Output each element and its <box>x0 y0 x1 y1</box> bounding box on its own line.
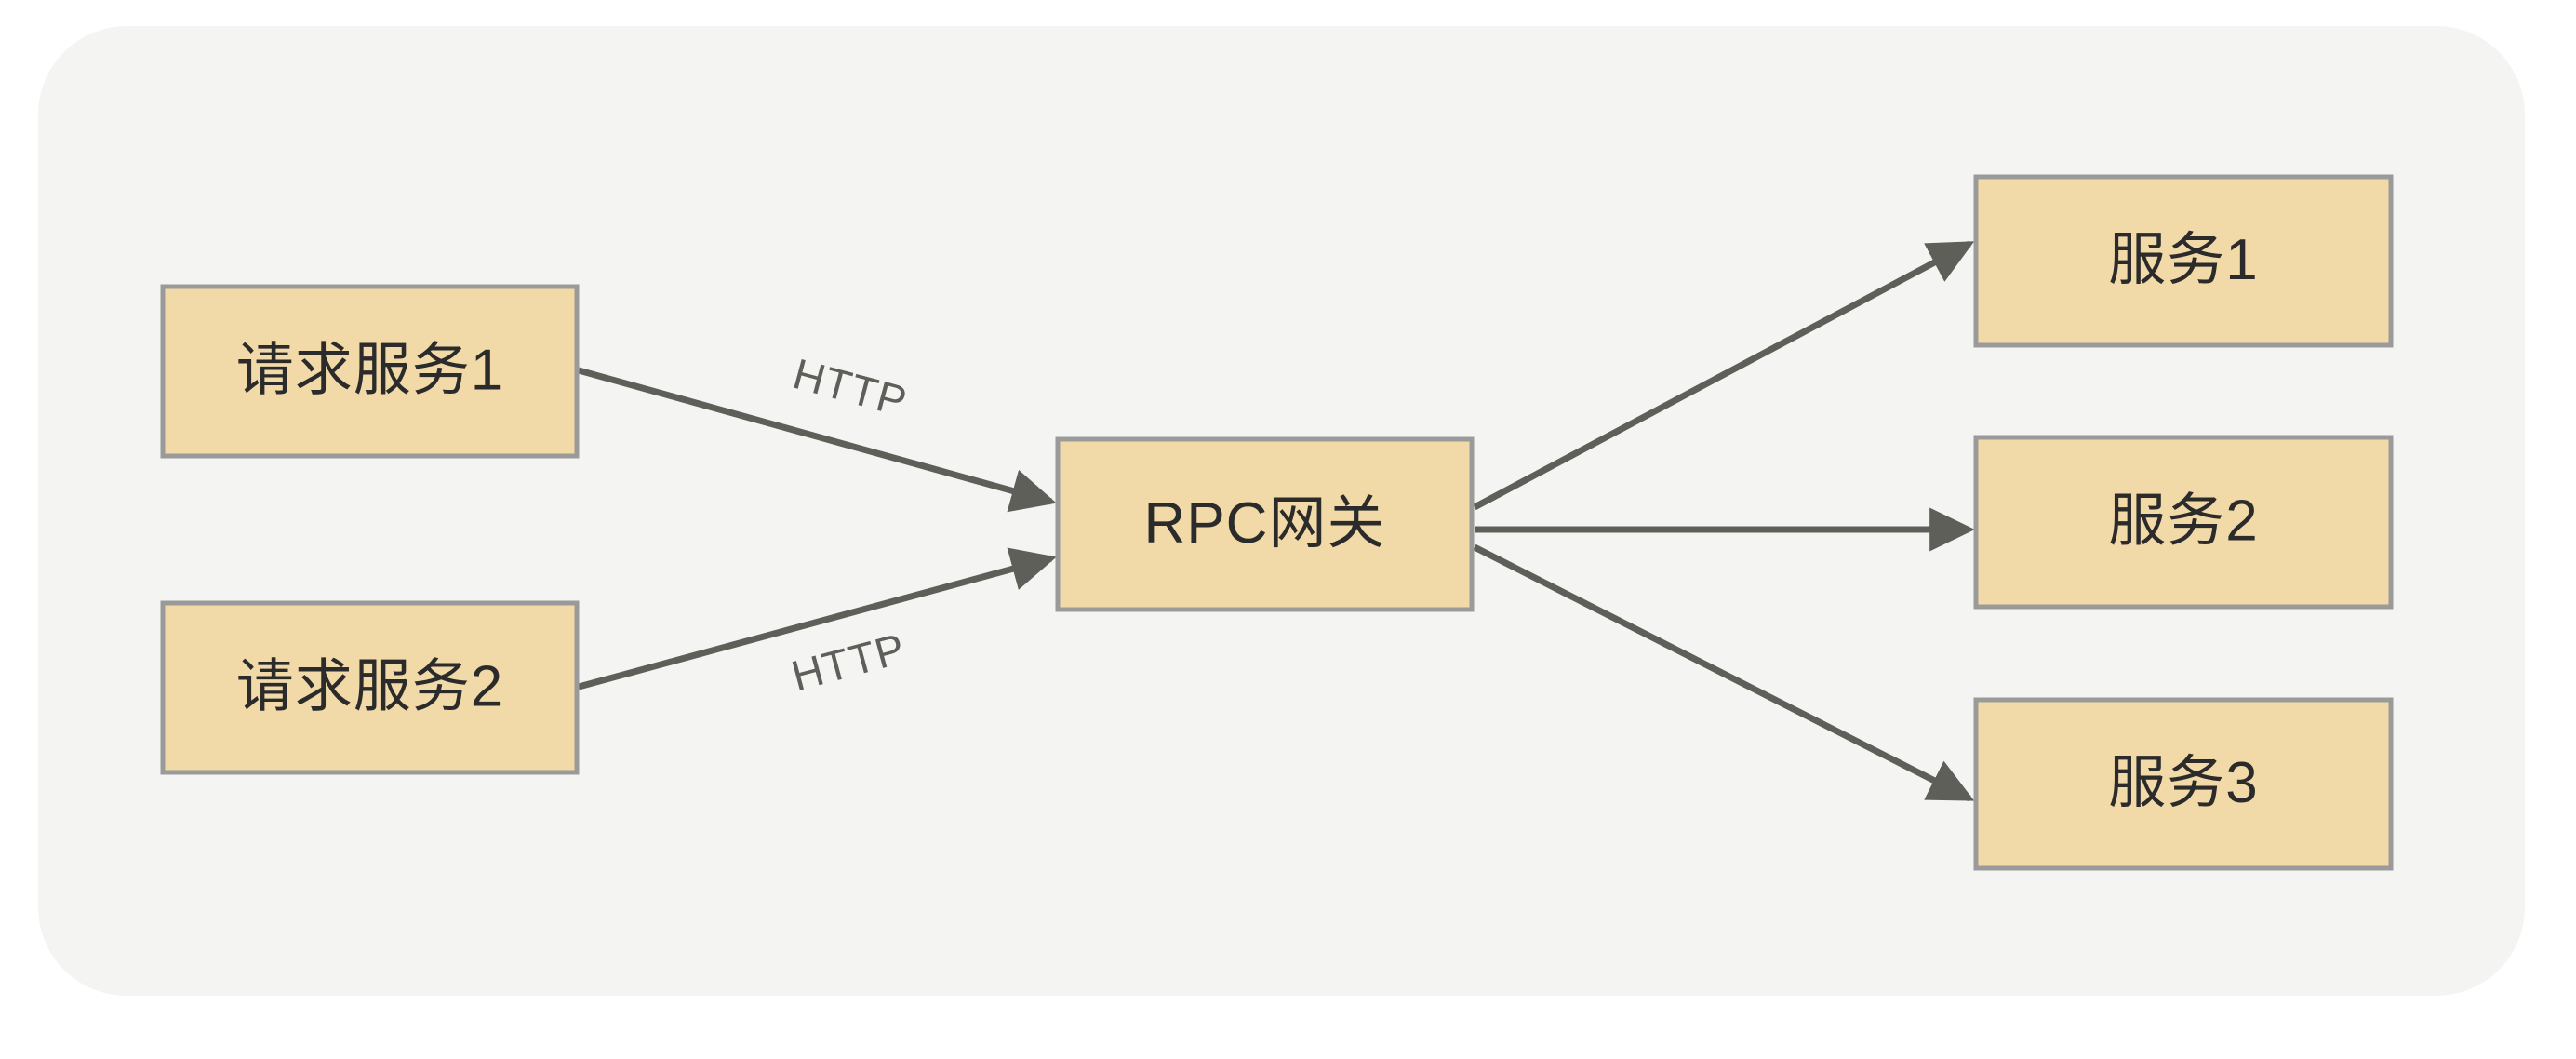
node-box-client1[interactable] <box>160 284 580 459</box>
node-service2[interactable]: 服务2 <box>1973 435 2394 610</box>
node-service3[interactable]: 服务3 <box>1973 697 2394 871</box>
node-label-service2: 服务2 <box>2108 489 2258 553</box>
nodes-layer: 请求服务1 请求服务2 RPC网关 服务1 服务2 服务3 <box>160 174 2394 871</box>
edge-gateway-service1 <box>1473 240 1975 511</box>
node-client1[interactable]: 请求服务1 <box>160 284 580 459</box>
edge-line-client2-gateway <box>578 547 1057 690</box>
node-gateway[interactable]: RPC网关 <box>1055 436 1475 612</box>
node-box-client2[interactable] <box>160 600 580 775</box>
node-label-service3: 服务3 <box>2108 751 2258 815</box>
node-label-client1: 请求服务1 <box>236 338 503 402</box>
node-label-gateway: RPC网关 <box>1144 491 1386 556</box>
node-label-service1: 服务1 <box>2108 228 2258 292</box>
node-label-client2: 请求服务2 <box>236 654 503 718</box>
edge-line-gateway-service3 <box>1473 543 1975 802</box>
edge-gateway-service3 <box>1473 543 1975 802</box>
edge-line-client1-gateway <box>578 367 1057 513</box>
node-box-service3[interactable] <box>1973 697 2394 871</box>
node-client2[interactable]: 请求服务2 <box>160 600 580 775</box>
edge-line-gateway-service1 <box>1473 240 1975 511</box>
node-box-service2[interactable] <box>1973 435 2394 610</box>
node-box-gateway[interactable] <box>1055 436 1475 612</box>
node-box-service1[interactable] <box>1973 174 2394 348</box>
node-service1[interactable]: 服务1 <box>1973 174 2394 348</box>
